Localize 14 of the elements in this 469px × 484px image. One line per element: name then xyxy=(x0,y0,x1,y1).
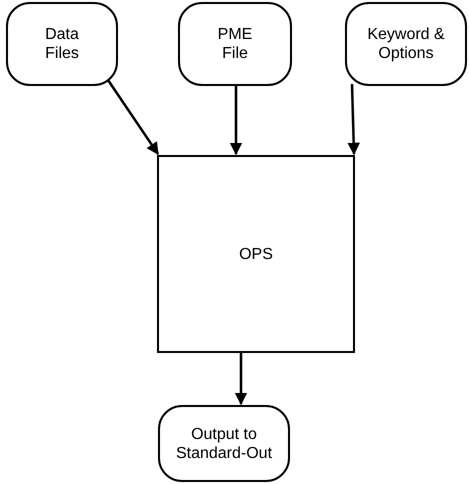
rounded-box xyxy=(345,2,467,86)
arrow xyxy=(230,86,242,156)
node-label: Keyword & Options xyxy=(366,25,446,63)
node-label: OPS xyxy=(239,244,273,264)
rounded-box xyxy=(178,2,292,86)
node-label: Output to Standard-Out xyxy=(174,424,274,462)
process-box xyxy=(157,155,355,353)
node-label: Data Files xyxy=(44,25,80,63)
arrow xyxy=(106,79,160,156)
node-label: PME File xyxy=(216,25,254,63)
arrow xyxy=(347,84,360,156)
arrow xyxy=(234,353,248,406)
rounded-box xyxy=(6,2,118,86)
rounded-box xyxy=(158,405,290,482)
